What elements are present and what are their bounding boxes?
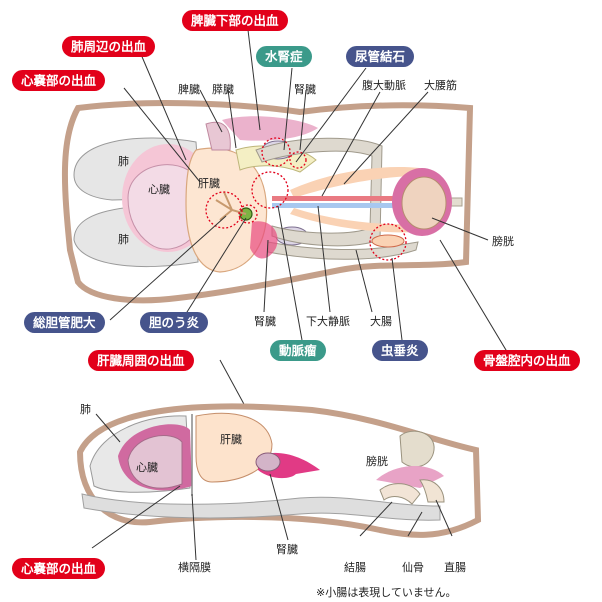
top-view [65,30,512,452]
kidney-side [256,453,280,471]
label-aorta: 腹大動脈 [362,80,406,91]
label-lung-upper: 肺 [118,156,129,167]
label-bladder-side: 膀胱 [366,456,388,467]
pill-cholecystitis: 胆のう炎 [140,312,208,333]
label-liver: 肝臓 [198,178,220,189]
label-rectum: 直腸 [444,562,466,573]
pill-pericardial-bleeding-bottom: 心嚢部の出血 [12,558,105,579]
side-view [80,406,478,560]
pill-hydronephrosis: 水腎症 [256,46,312,67]
label-heart-side: 心臓 [136,462,158,473]
label-spleen: 脾臓 [178,84,200,95]
label-colon: 大腸 [370,316,392,327]
pill-urolithiasis: 尿管結石 [346,46,414,67]
pill-cbd-dilation: 総胆管肥大 [24,312,105,333]
pill-pelvic-bleeding: 骨盤腔内の出血 [474,350,580,371]
appendix-top [372,235,404,247]
label-lung-side: 肺 [80,404,91,415]
pill-appendicitis: 虫垂炎 [372,340,428,361]
label-colon-side: 結腸 [344,562,366,573]
label-diaphragm: 横隔膜 [178,562,211,573]
label-psoas: 大腰筋 [424,80,457,91]
label-sacrum: 仙骨 [402,562,424,573]
label-kidney-top: 腎臓 [294,84,316,95]
pill-aneurysm: 動脈瘤 [270,340,326,361]
pill-peri-liver-bleeding: 肝臓周囲の出血 [88,350,194,371]
pill-peri-lung-bleeding: 肺周辺の出血 [62,36,155,57]
label-liver-side: 肝臓 [220,434,242,445]
pill-spleen-lower-bleeding: 脾臓下部の出血 [182,10,288,31]
label-kidney-side: 腎臓 [276,544,298,555]
label-kidney-bottom: 腎臓 [254,316,276,327]
label-bladder-top: 膀胱 [492,236,514,247]
bladder-side [400,431,434,467]
label-ivc: 下大静脈 [306,316,350,327]
pill-pericardial-bleeding-top: 心嚢部の出血 [12,70,105,91]
label-lung-lower: 肺 [118,234,129,245]
footnote: ※小腸は表現していません。 [316,584,457,600]
label-heart: 心臓 [148,184,170,195]
label-pancreas: 膵臓 [212,84,234,95]
